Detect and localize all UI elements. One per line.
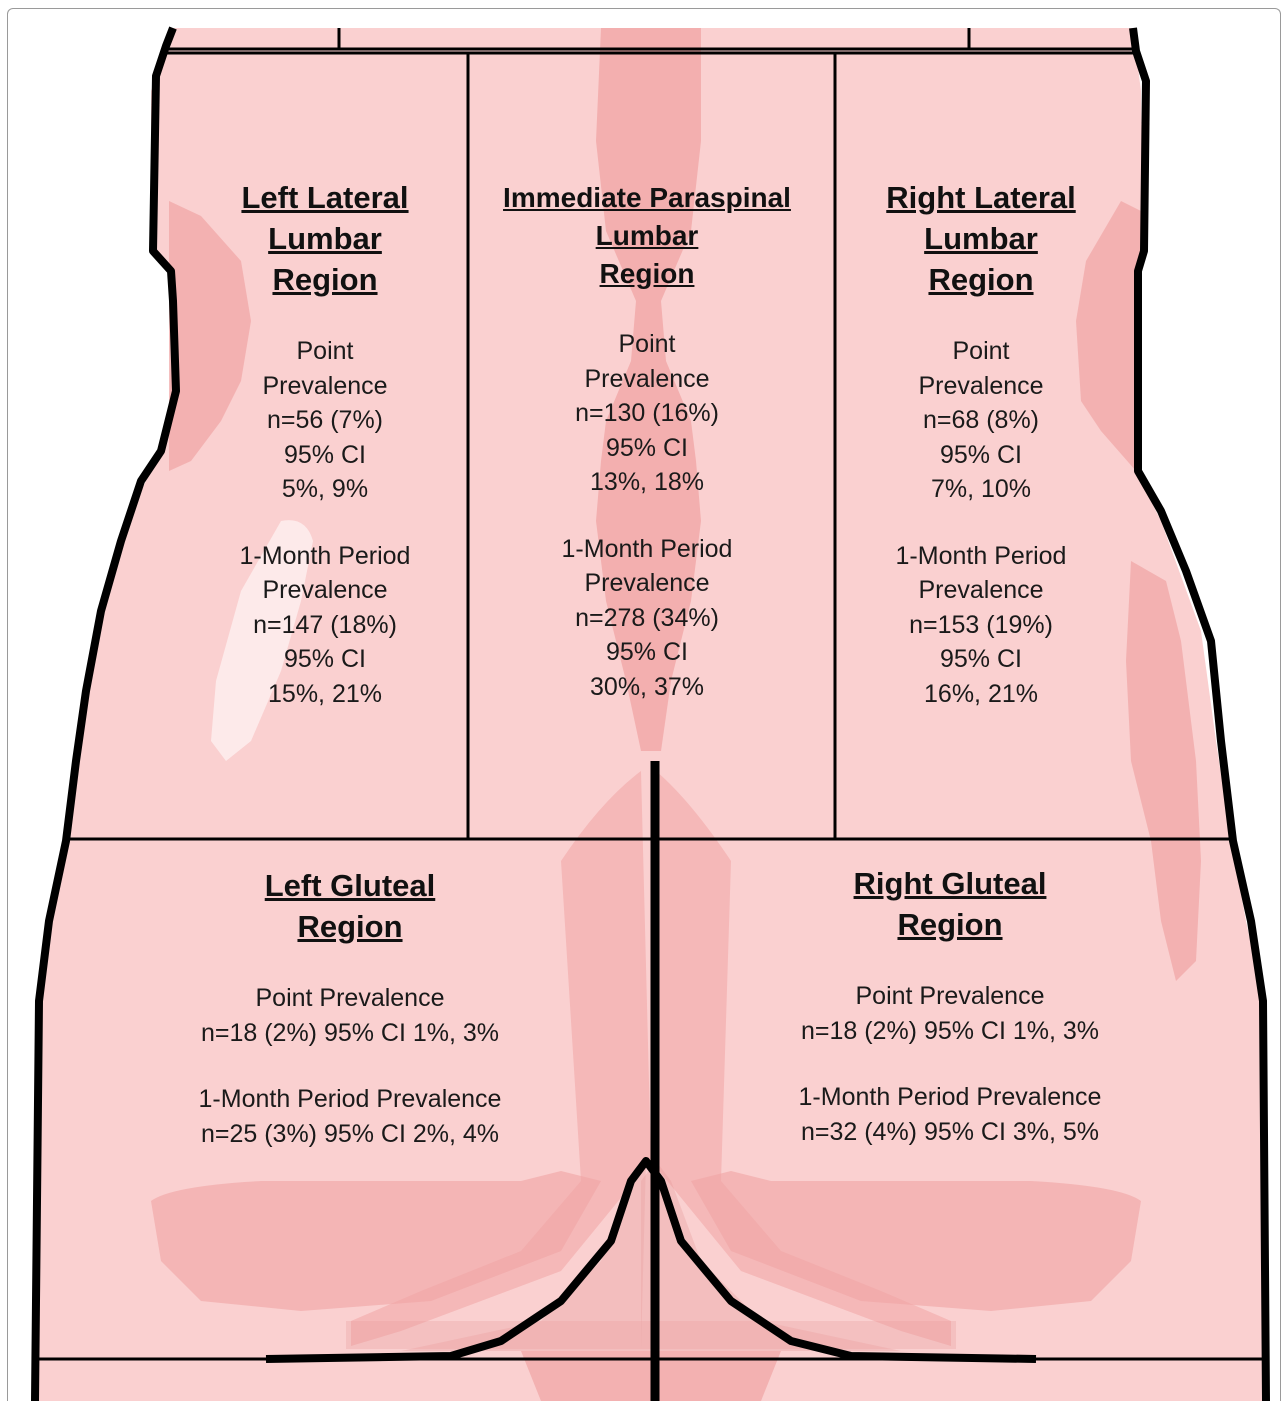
- period-prevalence: 1-Month Period Prevalence n=153 (19%) 95…: [850, 539, 1112, 712]
- region-immediate-paraspinal: Immediate Paraspinal Lumbar Region Point…: [478, 179, 816, 704]
- region-title: Left Lateral Lumbar Region: [194, 177, 456, 300]
- body-region-diagram: Left Lateral Lumbar Region Point Prevale…: [7, 8, 1281, 1401]
- point-prevalence: Point Prevalence n=18 (2%) 95% CI 1%, 3%: [764, 979, 1136, 1048]
- region-right-gluteal: Right Gluteal Region Point Prevalence n=…: [764, 863, 1136, 1149]
- region-title: Right Gluteal Region: [764, 863, 1136, 945]
- region-right-lateral-lumbar: Right Lateral Lumbar Region Point Preval…: [850, 177, 1112, 711]
- region-title: Right Lateral Lumbar Region: [850, 177, 1112, 300]
- period-prevalence: 1-Month Period Prevalence n=147 (18%) 95…: [194, 539, 456, 712]
- region-title: Immediate Paraspinal Lumbar Region: [478, 179, 816, 293]
- region-title: Left Gluteal Region: [164, 865, 536, 947]
- point-prevalence: Point Prevalence n=18 (2%) 95% CI 1%, 3%: [164, 981, 536, 1050]
- point-prevalence: Point Prevalence n=56 (7%) 95% CI 5%, 9%: [194, 334, 456, 507]
- period-prevalence: 1-Month Period Prevalence n=25 (3%) 95% …: [164, 1082, 536, 1151]
- region-left-lateral-lumbar: Left Lateral Lumbar Region Point Prevale…: [194, 177, 456, 711]
- period-prevalence: 1-Month Period Prevalence n=278 (34%) 95…: [478, 532, 816, 705]
- point-prevalence: Point Prevalence n=130 (16%) 95% CI 13%,…: [478, 327, 816, 500]
- region-left-gluteal: Left Gluteal Region Point Prevalence n=1…: [164, 865, 536, 1151]
- period-prevalence: 1-Month Period Prevalence n=32 (4%) 95% …: [764, 1080, 1136, 1149]
- point-prevalence: Point Prevalence n=68 (8%) 95% CI 7%, 10…: [850, 334, 1112, 507]
